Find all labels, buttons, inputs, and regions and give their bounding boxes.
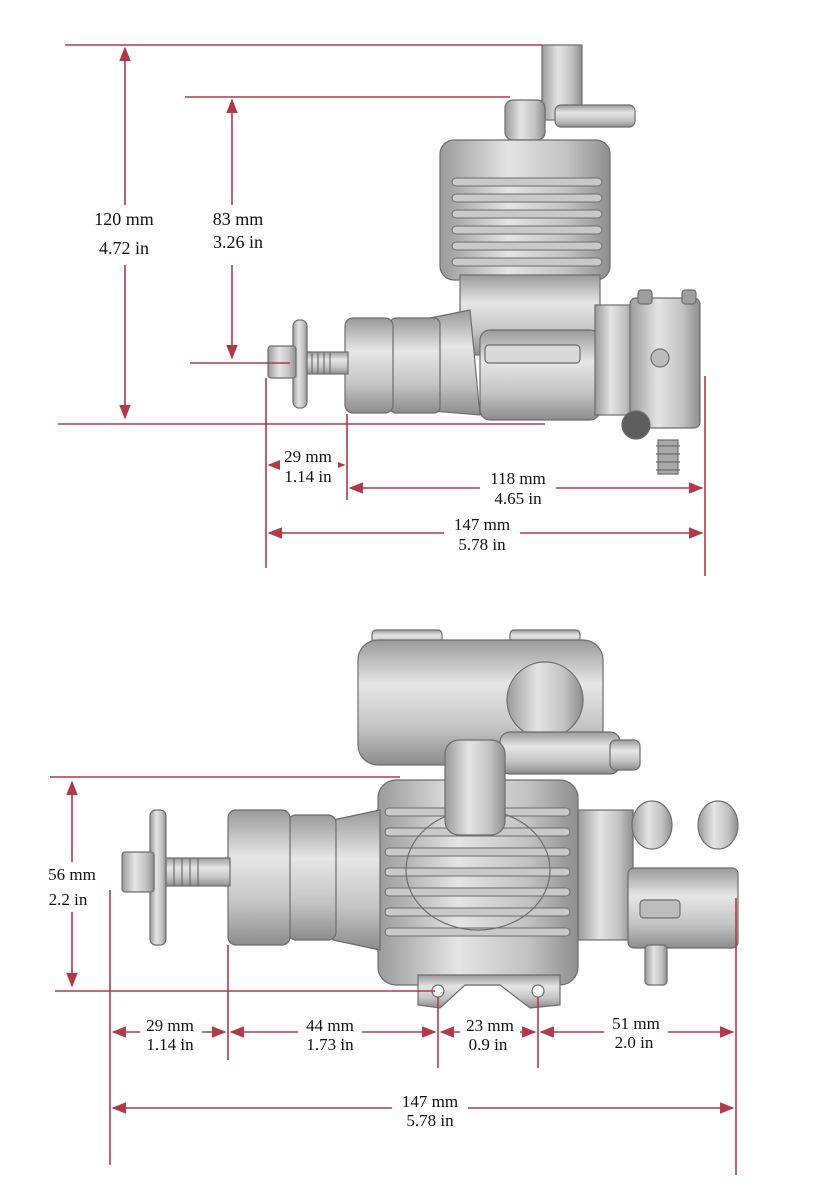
side-prop-hub-mm: 29 mm xyxy=(284,447,332,466)
top-width-mm: 56 mm xyxy=(48,865,96,884)
top-drive-mm: 44 mm xyxy=(306,1016,354,1035)
top-drive-in: 1.73 in xyxy=(306,1035,354,1054)
side-overall-length-in: 5.78 in xyxy=(458,535,506,554)
top-overall-length-in: 5.78 in xyxy=(406,1111,454,1130)
top-prop-hub-in: 1.14 in xyxy=(146,1035,194,1054)
top-mount-spacing-mm: 23 mm xyxy=(466,1016,514,1035)
side-body-length-in: 4.65 in xyxy=(494,489,542,508)
top-overall-length-mm: 147 mm xyxy=(402,1092,458,1111)
side-height-cylinder-in: 3.26 in xyxy=(213,232,263,252)
side-height-cylinder-mm: 83 mm xyxy=(213,209,264,229)
side-height-total-mm: 120 mm xyxy=(94,209,154,229)
side-prop-hub-in: 1.14 in xyxy=(284,467,332,486)
side-height-total-in: 4.72 in xyxy=(99,238,149,258)
side-overall-length-mm: 147 mm xyxy=(454,515,510,534)
top-view-engine xyxy=(121,629,739,1009)
top-rear-in: 2.0 in xyxy=(615,1033,654,1052)
side-spring xyxy=(656,439,680,475)
top-prop-hub-mm: 29 mm xyxy=(146,1016,194,1035)
top-width-in: 2.2 in xyxy=(49,890,88,909)
top-rear-mm: 51 mm xyxy=(612,1014,660,1033)
side-cylinder-fins xyxy=(451,177,603,267)
top-mount-spacing-in: 0.9 in xyxy=(469,1035,508,1054)
side-view-engine xyxy=(267,44,701,475)
side-body-length-mm: 118 mm xyxy=(490,469,546,488)
